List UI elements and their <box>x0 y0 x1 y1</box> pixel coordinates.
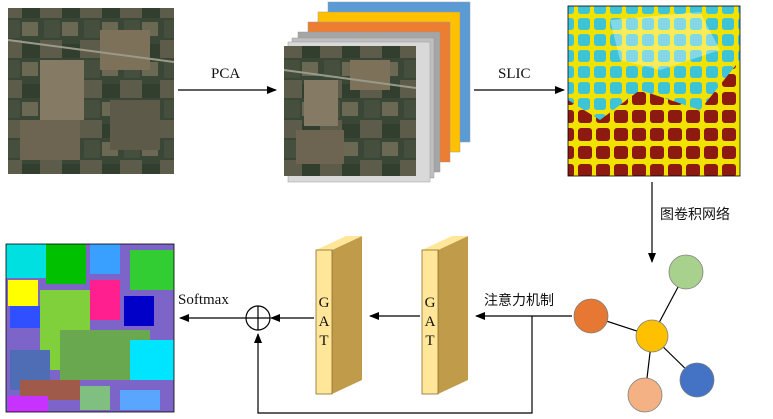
gat-1-label: GAT <box>318 295 330 349</box>
gat-front <box>421 249 439 395</box>
graph-node <box>668 254 704 290</box>
gat-block-2 <box>421 236 468 395</box>
gat-side <box>438 236 468 394</box>
slic-label: SLIC <box>498 66 531 82</box>
graph <box>573 254 715 413</box>
graph-node <box>627 377 663 413</box>
output-map <box>5 243 175 413</box>
pca-label: PCA <box>211 66 241 82</box>
gat-top <box>316 236 362 250</box>
input-image <box>7 8 175 174</box>
gat-top <box>422 236 468 250</box>
gat-front <box>315 249 333 395</box>
gcn-label: 图卷积网络 <box>660 207 730 223</box>
graph-node <box>573 298 609 334</box>
pca-front-image <box>283 46 417 176</box>
attention-label: 注意力机制 <box>484 293 554 309</box>
slic-image <box>567 5 741 177</box>
pca-stack <box>283 1 471 183</box>
gat-block-1 <box>315 236 362 395</box>
gat-side <box>332 236 362 394</box>
graph-node <box>635 319 669 353</box>
graph-node <box>679 362 715 398</box>
softmax-label: Softmax <box>178 292 229 308</box>
skip-connection <box>254 316 533 414</box>
sum-node <box>245 305 271 331</box>
gat-2-label: GAT <box>424 295 436 349</box>
